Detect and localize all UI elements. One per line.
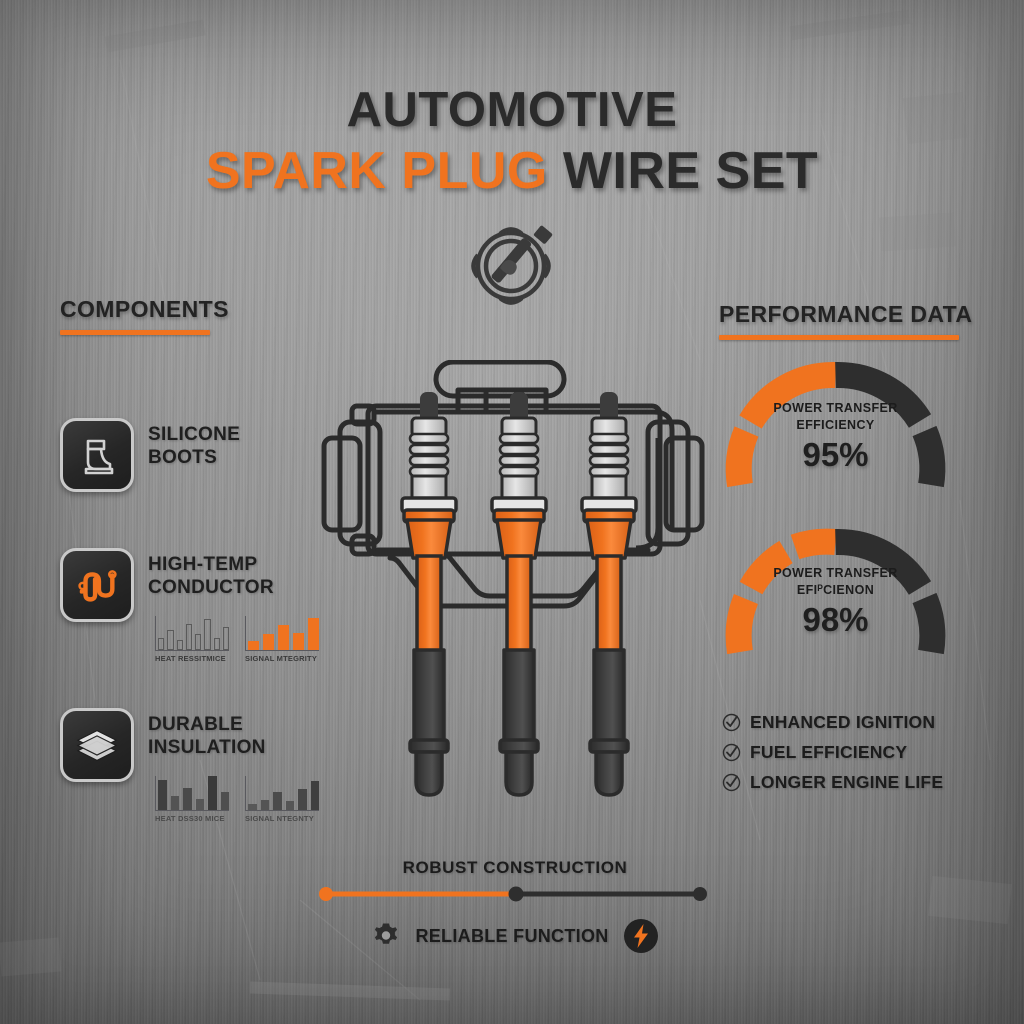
gauge-power-transfer-efficiency-98: POWER TRANSFER EFIᴾCIENON 98% [718, 525, 953, 685]
component-mini-charts-conductor: HEAT RESSITMICE SIGNAL MTEGRITY [155, 616, 319, 663]
footer-label: RELIABLE FUNCTION [415, 925, 609, 946]
checklist-item-longer-engine-life[interactable]: LONGER ENGINE LIFE [722, 772, 943, 793]
mini-chart-caption: HEAT RESSITMICE [155, 654, 226, 663]
mini-chart-caption: SIGNAL NTEGNTY [245, 814, 314, 823]
engine-spark-plug-illustration [321, 360, 705, 797]
mini-chart-heat-dissipation: HEAT DSS30 MICE [155, 776, 229, 823]
gauge-arc [725, 361, 946, 488]
timeline-node-2 [508, 886, 524, 902]
checklist-item-fuel-efficiency[interactable]: FUEL EFFICIENCY [722, 742, 943, 763]
timeline-node-1 [319, 887, 333, 901]
mini-chart-signal-integrity: SIGNAL MTEGRITY [245, 616, 319, 663]
lightning-bolt-icon[interactable] [623, 918, 659, 954]
performance-heading-text: PERFORMANCE DATA [719, 301, 973, 327]
component-label-line1: HIGH-TEMP [148, 554, 258, 575]
coiled-conductor-icon [60, 548, 134, 622]
component-label-durable-insulation: DURABLE INSULATION [148, 713, 328, 759]
progress-timeline[interactable] [300, 884, 730, 904]
layers-icon [60, 708, 134, 782]
footer-section: ROBUST CONSTRUCTION RELIABLE FUNCTION [300, 858, 730, 954]
components-section-header: COMPONENTS [60, 296, 229, 335]
gauge-caption-line2: EFIᴾCIENON [796, 582, 875, 597]
mini-chart-bars [245, 776, 319, 811]
checklist-label: LONGER ENGINE LIFE [750, 772, 944, 792]
page-title: AUTOMOTIVE SPARK PLUG WIRE SET [0, 83, 1024, 198]
mini-chart-heat-resistance: HEAT RESSITMICE [155, 616, 229, 663]
performance-section-header: PERFORMANCE DATA [719, 301, 972, 340]
gauge-caption-line1: POWER TRANSFER [773, 566, 898, 580]
spark-plug-circle-badge-icon [471, 225, 553, 305]
gauge-value: 95% [802, 436, 869, 473]
gauge-value: 98% [802, 601, 869, 638]
timeline-node-3 [693, 887, 707, 901]
component-label-high-temp-conductor: HIGH-TEMP CONDUCTOR [148, 553, 328, 599]
components-heading-underline [60, 330, 210, 335]
title-line-2: SPARK PLUG WIRE SET [0, 145, 1024, 197]
gauge-caption-line1: POWER TRANSFER [773, 401, 898, 415]
component-label-silicone-boots: SILICONE BOOTS [148, 423, 328, 469]
check-circle-icon [722, 713, 741, 732]
benefits-checklist: ENHANCED IGNITION FUEL EFFICIENCY LONGER… [722, 712, 943, 802]
gauge-arc [725, 528, 946, 655]
mini-chart-bars [155, 616, 229, 651]
mini-chart-caption: SIGNAL MTEGRITY [245, 654, 318, 663]
check-circle-icon [722, 743, 741, 762]
footer-title: ROBUST CONSTRUCTION [402, 858, 628, 877]
title-dark-text: WIRE SET [562, 142, 819, 200]
mini-chart-bars [155, 776, 229, 811]
component-label-line2: BOOTS [148, 447, 218, 469]
footer-row: RELIABLE FUNCTION [300, 918, 730, 954]
component-label-line1: SILICONE [148, 424, 241, 445]
gauge-center-text: POWER TRANSFER EFIᴾCIENON 98% [718, 565, 953, 639]
gauge-power-transfer-efficiency-95: POWER TRANSFER EFFICIENCY 95% [718, 358, 953, 518]
component-label-line2: INSULATION [148, 737, 266, 759]
boot-icon [60, 418, 134, 492]
mini-chart-signal-integrity-2: SIGNAL NTEGNTY [245, 776, 319, 823]
title-accent-text: SPARK PLUG [205, 142, 548, 200]
component-label-line2: CONDUCTOR [148, 577, 274, 599]
component-mini-charts-insulation: HEAT DSS30 MICE SIGNAL NTEGNTY [155, 776, 319, 823]
mini-chart-caption: HEAT DSS30 MICE [155, 814, 225, 823]
checklist-label: ENHANCED IGNITION [750, 712, 936, 732]
check-circle-icon [722, 773, 741, 792]
components-heading-text: COMPONENTS [60, 296, 229, 322]
title-line-1: AUTOMOTIVE [346, 83, 678, 137]
mini-chart-bars [245, 616, 319, 651]
performance-heading-underline [719, 335, 959, 340]
gauge-center-text: POWER TRANSFER EFFICIENCY 95% [718, 400, 953, 474]
component-label-line1: DURABLE [148, 714, 243, 735]
gear-icon[interactable] [371, 921, 401, 951]
checklist-label: FUEL EFFICIENCY [750, 742, 908, 762]
checklist-item-enhanced-ignition[interactable]: ENHANCED IGNITION [722, 712, 943, 733]
gauge-caption-line2: EFFICIENCY [796, 417, 875, 432]
